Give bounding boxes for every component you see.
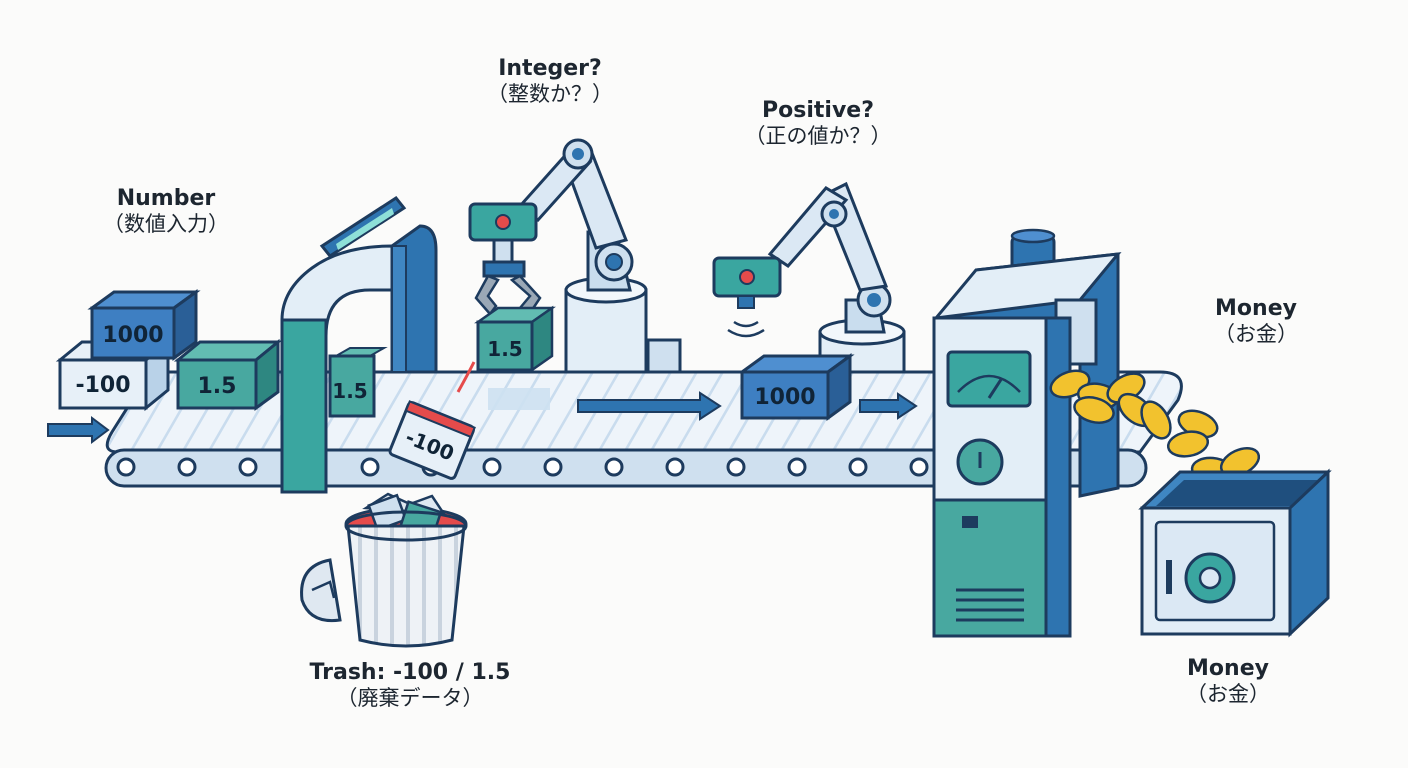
motion-line bbox=[456, 361, 476, 393]
label-integer: Integer? 整数か？ bbox=[480, 56, 620, 107]
box-label-passed: 1000 bbox=[754, 385, 815, 410]
belt-roller bbox=[238, 457, 258, 477]
sensor-light-icon bbox=[739, 269, 755, 285]
input-box-stack: -100 1000 1.5 bbox=[55, 289, 283, 412]
label-money-bottom: Money お金 bbox=[1168, 656, 1288, 707]
trash-lid bbox=[300, 558, 342, 623]
label-number-en: Number bbox=[116, 186, 216, 211]
label-money-top: Money お金 bbox=[1196, 296, 1316, 347]
money-machine bbox=[932, 228, 1122, 638]
machine-gauge bbox=[946, 350, 1032, 408]
label-money-top-en: Money bbox=[1215, 296, 1297, 321]
box-label-1.5: 1.5 bbox=[198, 374, 237, 399]
box-label-in-claw: 1.5 bbox=[487, 337, 522, 361]
label-positive-en: Positive? bbox=[762, 98, 874, 123]
input-arrow-icon bbox=[47, 416, 110, 444]
belt-roller bbox=[726, 457, 746, 477]
belt-roller bbox=[909, 457, 929, 477]
label-number-jp: 数値入力 bbox=[96, 212, 236, 237]
coin-icon bbox=[1140, 400, 1172, 440]
belt-arrow-icon bbox=[859, 392, 918, 420]
label-money-bottom-jp: お金 bbox=[1168, 682, 1288, 707]
falling-box: -100 bbox=[388, 400, 476, 480]
label-number: Number 数値入力 bbox=[96, 186, 236, 237]
belt-roller bbox=[177, 457, 197, 477]
robot-arm-positive: 1000 bbox=[712, 181, 906, 421]
trash-can bbox=[300, 492, 468, 648]
coin-icon bbox=[1073, 396, 1115, 424]
belt-roller bbox=[848, 457, 868, 477]
sensor-light-icon bbox=[495, 214, 511, 230]
belt-roller bbox=[665, 457, 685, 477]
belt-roller bbox=[604, 457, 624, 477]
label-positive: Positive? 正の値か？ bbox=[728, 98, 908, 149]
belt-gap-shadow bbox=[488, 388, 550, 410]
label-positive-jp: 正の値か？ bbox=[728, 124, 908, 149]
belt-roller bbox=[116, 457, 136, 477]
robot-arm-integer: 1.5 bbox=[468, 138, 682, 374]
label-integer-en: Integer? bbox=[498, 56, 602, 81]
belt-roller bbox=[482, 457, 502, 477]
label-trash-jp: 廃棄データ bbox=[280, 686, 540, 711]
box-label-minus100: -100 bbox=[75, 373, 130, 398]
belt-roller bbox=[787, 457, 807, 477]
flow-arrows bbox=[47, 391, 918, 444]
belt-roller bbox=[360, 457, 380, 477]
label-money-top-jp: お金 bbox=[1196, 322, 1316, 347]
label-trash-en: Trash: -100 / 1.5 bbox=[309, 660, 511, 685]
scanner-gate: 1.5 bbox=[280, 196, 438, 494]
box-label-in-gate: 1.5 bbox=[332, 379, 367, 403]
belt-arrow-icon bbox=[577, 391, 722, 421]
coin-icon bbox=[1166, 430, 1210, 458]
safe bbox=[1138, 468, 1332, 638]
label-trash: Trash: -100 / 1.5 廃棄データ bbox=[280, 660, 540, 711]
label-integer-jp: 整数か？ bbox=[480, 82, 620, 107]
label-money-bottom-en: Money bbox=[1187, 656, 1269, 681]
box-label-1000: 1000 bbox=[102, 323, 163, 348]
belt-roller bbox=[543, 457, 563, 477]
